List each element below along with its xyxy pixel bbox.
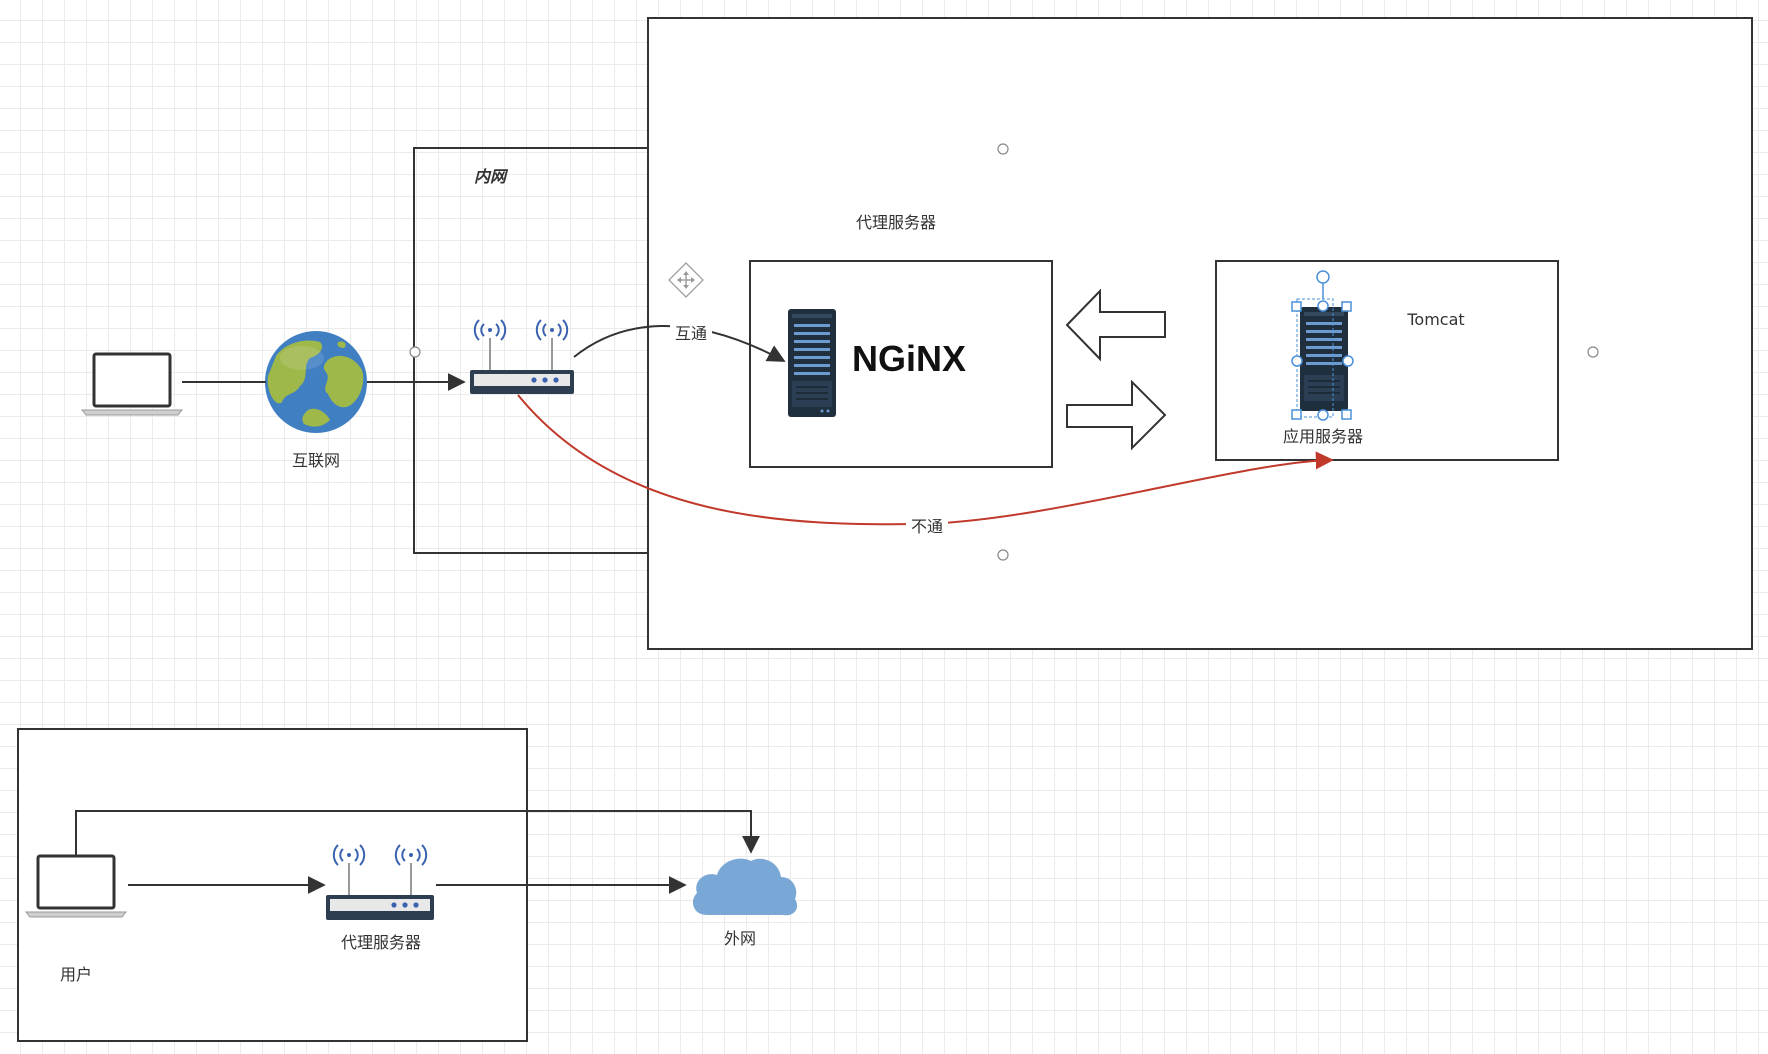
cloud-icon[interactable] (692, 858, 798, 916)
arrow-left-shape[interactable] (1065, 288, 1166, 362)
connection-point[interactable] (997, 549, 1009, 561)
move-icon[interactable] (668, 262, 704, 298)
laptop-icon[interactable] (80, 352, 184, 416)
connection-point[interactable] (997, 143, 1009, 155)
intranet-container[interactable] (413, 147, 655, 554)
router-icon[interactable] (326, 844, 434, 920)
intranet-label: 内网 (474, 167, 509, 186)
connection-point[interactable] (1587, 346, 1599, 358)
nginx-box[interactable] (749, 260, 1053, 468)
arrow-right-shape[interactable] (1066, 379, 1167, 451)
connection-point[interactable] (409, 346, 421, 358)
proxy-server-label: 代理服务器 (856, 213, 936, 232)
not-connected-label: 不通 (911, 517, 943, 536)
connected-label: 互通 (675, 324, 707, 343)
proxy-server-label: 代理服务器 (341, 933, 421, 952)
user-label: 用户 (60, 965, 92, 984)
external-network-label: 外网 (724, 929, 756, 948)
internet-label: 互联网 (292, 451, 340, 470)
laptop-icon[interactable] (24, 854, 128, 918)
nginx-logo: NGiNX (852, 338, 966, 379)
edge-router-nginx[interactable] (573, 325, 786, 362)
server-icon[interactable] (788, 309, 836, 417)
server-icon[interactable] (1300, 307, 1348, 411)
tomcat-box[interactable] (1215, 260, 1559, 461)
tomcat-label: Tomcat (1406, 310, 1464, 329)
edge-user-cloud[interactable] (75, 810, 760, 856)
globe-icon[interactable] (265, 331, 367, 433)
app-server-label: 应用服务器 (1283, 427, 1363, 446)
selection-handles[interactable] (1291, 270, 1354, 421)
router-icon[interactable] (470, 319, 574, 394)
